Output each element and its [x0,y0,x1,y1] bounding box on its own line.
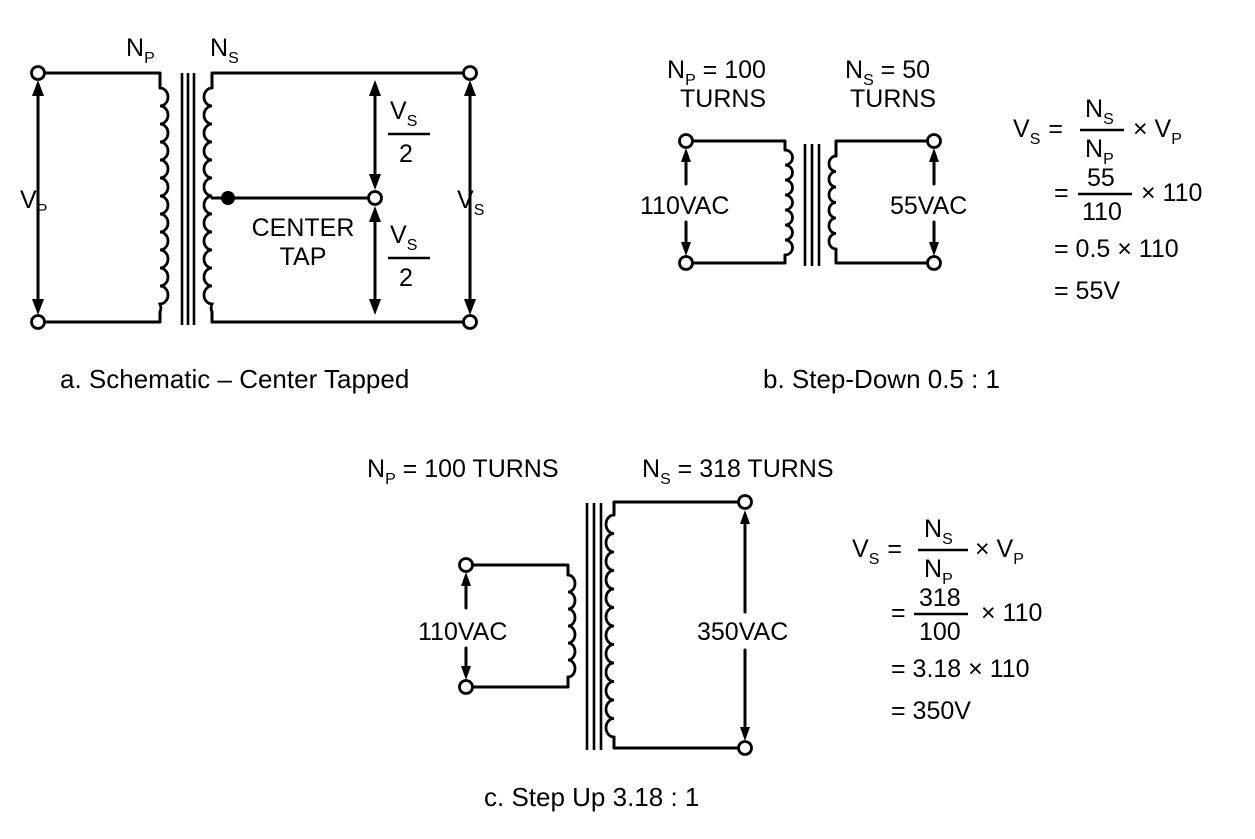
panel-a-center-tap-dot [221,191,235,205]
panel-c-secondary-coil [604,513,616,739]
panel-b-secondary-coil [827,154,838,251]
panel-a-terminal [30,314,46,330]
panel-b-step-down: NP = 100 TURNS NS = 50 TURNS 110VAC 55VA… [640,56,1202,394]
panel-a-center-tap-label-2: TAP [280,243,327,271]
panel-c-formula-lhs: VS= [852,535,902,568]
panel-a-core [180,73,196,325]
panel-c-secondary-voltage: 350VAC [697,618,788,646]
panel-c-formula-times: × VP [975,535,1024,568]
panel-c-caption: c. Step Up 3.18 : 1 [484,782,699,812]
panel-c-step1-eq: = [891,599,906,627]
panel-b-step1-num: 55 [1087,164,1115,192]
panel-a-ns-label: NS [210,34,239,67]
panel-a-terminal [462,314,478,330]
panel-a-half-vs-upper-den: 2 [399,140,413,168]
panel-c-terminal [737,740,753,756]
panel-b-formula-times: × VP [1133,115,1182,148]
panel-a-vs-label: VS [457,186,484,219]
panel-c-step3: = 350V [891,697,971,725]
panel-b-secondary-wire [834,139,936,265]
panel-b-formula-lhs: VS= [1013,115,1063,148]
panel-c-step1-num: 318 [919,584,961,612]
panel-a-secondary-wire [210,71,472,324]
panel-b-caption: b. Step-Down 0.5 : 1 [763,364,1000,394]
panel-c-step1-den: 100 [919,618,961,646]
panel-b-step1-times: × 110 [1141,179,1202,207]
panel-b-primary-coil [783,148,794,257]
panel-b-terminal [926,133,942,149]
panel-a-vp-label: VP [20,186,47,219]
panel-b-np-turns: TURNS [680,85,766,113]
panel-a-caption: a. Schematic – Center Tapped [60,364,409,394]
panel-b-primary-voltage: 110VAC [640,192,729,220]
panel-c-formula-num: NS [924,515,953,548]
panel-a-half-vs-lower-den: 2 [399,264,413,292]
panel-b-core [803,144,821,266]
panel-c-terminal [458,557,474,573]
panel-b-terminal [926,255,942,271]
panel-c-step1-times: × 110 [981,599,1042,627]
panel-a-secondary-coil [202,86,215,314]
panel-c-step-up: NP = 100 TURNS NS = 318 TURNS 110VAC 350… [367,455,1042,812]
panel-b-ns-label: NS = 50 [845,56,930,89]
panel-b-terminal [678,255,694,271]
panel-a-center-tap-label-1: CENTER [252,214,355,242]
panel-c-primary-coil [566,573,577,679]
panel-c-terminal [737,494,753,510]
panel-a-primary-wire [36,71,162,324]
panel-a-terminal [367,190,383,206]
panel-b-terminal [678,133,694,149]
panel-b-step3: = 55V [1054,277,1120,305]
panel-b-formula-den: NP [1085,135,1114,168]
panel-c-core [585,503,603,750]
panel-a-half-vs-upper-num: VS [390,97,417,130]
panel-a-np-label: NP [126,34,155,67]
panel-b-step2: = 0.5 × 110 [1054,235,1179,263]
panel-a-terminal [30,65,46,81]
panel-c-secondary-wire [612,500,747,750]
panel-b-primary-wire [684,139,787,265]
panel-a-primary-coil [157,86,170,314]
panel-c-terminal [458,679,474,695]
panel-b-ns-turns: TURNS [850,85,936,113]
panel-a-center-tapped: NP NS VP VS VS 2 VS 2 CENTER TAP a. Sche… [20,34,484,394]
panel-c-primary-wire [464,563,570,689]
panel-b-step1-den: 110 [1082,198,1122,226]
panel-b-step1-eq: = [1054,179,1069,207]
panel-b-np-label: NP = 100 [667,56,766,89]
panel-a-half-vs-lower-num: VS [390,221,417,254]
panel-b-formula-num: NS [1085,95,1114,128]
panel-c-np-label: NP = 100 TURNS [367,455,559,488]
panel-a-terminal [462,65,478,81]
panel-c-step2: = 3.18 × 110 [891,655,1030,683]
panel-b-secondary-voltage: 55VAC [890,192,967,220]
panel-c-ns-label: NS = 318 TURNS [642,455,834,488]
panel-c-primary-voltage: 110VAC [418,618,507,646]
panel-c-formula-den: NP [924,555,953,588]
